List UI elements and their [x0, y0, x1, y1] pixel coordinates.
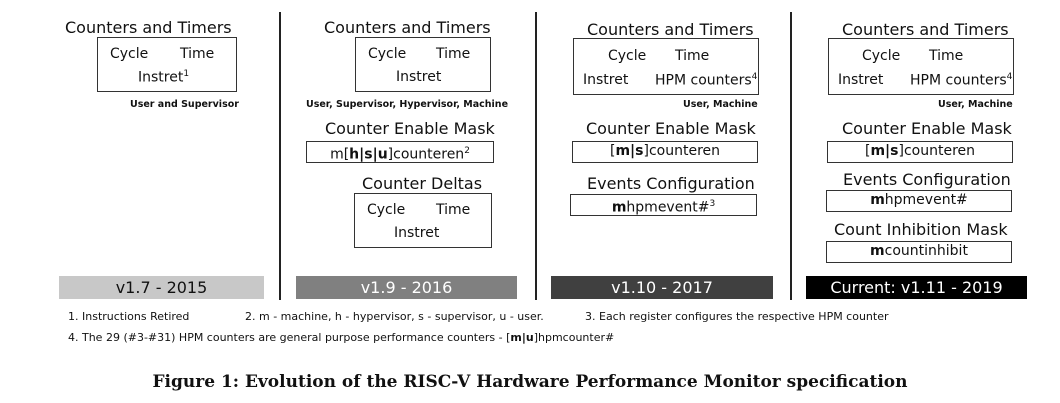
counters-timers-title: Counters and Timers	[842, 20, 1009, 39]
cycle-label: Cycle	[862, 48, 901, 64]
hpm-counters-label: HPM counters4	[910, 72, 1013, 89]
version-label: v1.7 - 2015	[59, 276, 264, 299]
counters-timers-title: Counters and Timers	[65, 18, 232, 37]
cycle-label: Cycle	[110, 46, 149, 62]
time-label: Time	[436, 46, 471, 62]
footnote-1: 1. Instructions Retired	[68, 310, 190, 323]
counters-timers-box: Cycle Time Instret HPM counters4	[573, 38, 759, 95]
privilege-levels: User, Machine	[683, 99, 758, 110]
version-label: v1.9 - 2016	[296, 276, 517, 299]
counter-enable-title: Counter Enable Mask	[842, 119, 1012, 138]
counteren-register: [m|s]counteren	[827, 141, 1013, 163]
version-label: v1.10 - 2017	[551, 276, 773, 299]
privilege-levels: User and Supervisor	[130, 99, 239, 110]
instret-label: Instret	[838, 72, 884, 88]
hpmevent-register: mhpmevent#	[826, 190, 1012, 212]
footnote-4: 4. The 29 (#3-#31) HPM counters are gene…	[68, 331, 615, 344]
counters-timers-title: Counters and Timers	[587, 20, 754, 39]
instret-label: Instret	[396, 69, 442, 85]
events-configuration-title: Events Configuration	[587, 174, 755, 193]
counteren-register: m[h|s|u]counteren2	[306, 141, 494, 163]
instret-label: Instret	[583, 72, 629, 88]
events-configuration-title: Events Configuration	[843, 170, 1011, 189]
column-divider-3	[790, 12, 792, 300]
time-label: Time	[436, 202, 471, 218]
hpmevent-register: mhpmevent#3	[570, 194, 757, 216]
counteren-register: [m|s]counteren	[572, 141, 758, 163]
counter-deltas-box: Cycle Time Instret	[354, 193, 492, 248]
counters-timers-title: Counters and Timers	[324, 18, 491, 37]
countinhibit-register: mcountinhibit	[826, 241, 1012, 263]
counters-timers-box: Cycle Time Instret1	[97, 37, 237, 92]
counters-timers-box: Cycle Time Instret HPM counters4	[828, 38, 1014, 95]
column-divider-2	[535, 12, 537, 300]
footnote-2: 2. m - machine, h - hypervisor, s - supe…	[245, 310, 544, 323]
time-label: Time	[675, 48, 710, 64]
cycle-label: Cycle	[368, 46, 407, 62]
counter-enable-title: Counter Enable Mask	[325, 119, 495, 138]
time-label: Time	[929, 48, 964, 64]
count-inhibition-title: Count Inhibition Mask	[834, 220, 1008, 239]
instret-label: Instret	[394, 225, 440, 241]
privilege-levels: User, Machine	[938, 99, 1013, 110]
time-label: Time	[180, 46, 215, 62]
counter-enable-title: Counter Enable Mask	[586, 119, 756, 138]
figure-caption: Figure 1: Evolution of the RISC-V Hardwa…	[152, 372, 908, 392]
footnote-3: 3. Each register configures the respecti…	[585, 310, 889, 323]
column-divider-1	[279, 12, 281, 300]
cycle-label: Cycle	[367, 202, 406, 218]
privilege-levels: User, Supervisor, Hypervisor, Machine	[306, 99, 509, 110]
cycle-label: Cycle	[608, 48, 647, 64]
counters-timers-box: Cycle Time Instret	[355, 37, 491, 92]
hpm-counters-label: HPM counters4	[655, 72, 758, 89]
counter-deltas-title: Counter Deltas	[362, 174, 483, 193]
version-label: Current: v1.11 - 2019	[806, 276, 1027, 299]
instret-label: Instret1	[138, 69, 190, 86]
